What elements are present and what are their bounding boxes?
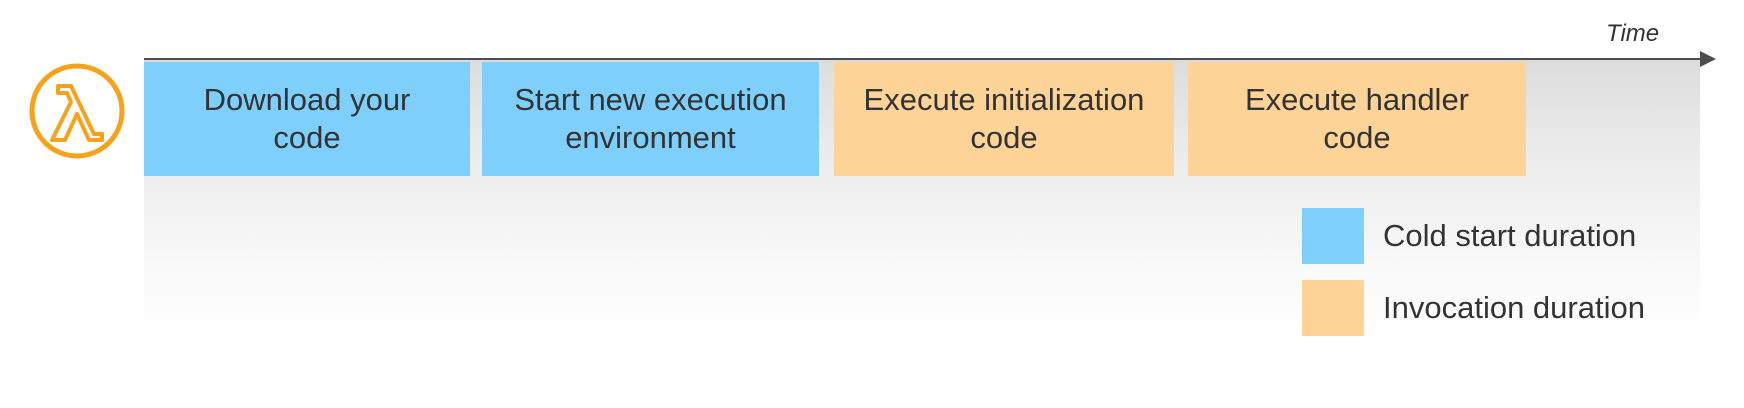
step-start-execution-environment: Start new execution environment (482, 62, 819, 176)
step-execute-initialization-code: Execute initialization code (834, 62, 1174, 176)
step-start-execution-environment-label: Start new execution environment (514, 82, 787, 155)
legend-label-invocation: Invocation duration (1383, 290, 1645, 325)
step-download-code: Download your code (144, 62, 470, 176)
step-execute-handler-code: Execute handler code (1188, 62, 1526, 176)
time-axis-arrow-icon (1700, 51, 1716, 67)
legend-label-cold-start: Cold start duration (1383, 218, 1637, 253)
legend-swatch-cold-start (1302, 208, 1364, 264)
step-execute-handler-code-label: Execute handler code (1244, 82, 1470, 155)
step-download-code-label: Download your code (203, 82, 411, 155)
time-axis-line (144, 58, 1704, 60)
time-axis-label: Time (1606, 20, 1660, 47)
step-execute-initialization-code-label: Execute initialization code (863, 82, 1145, 155)
legend-swatch-invocation (1302, 280, 1364, 336)
lambda-icon (29, 63, 125, 159)
